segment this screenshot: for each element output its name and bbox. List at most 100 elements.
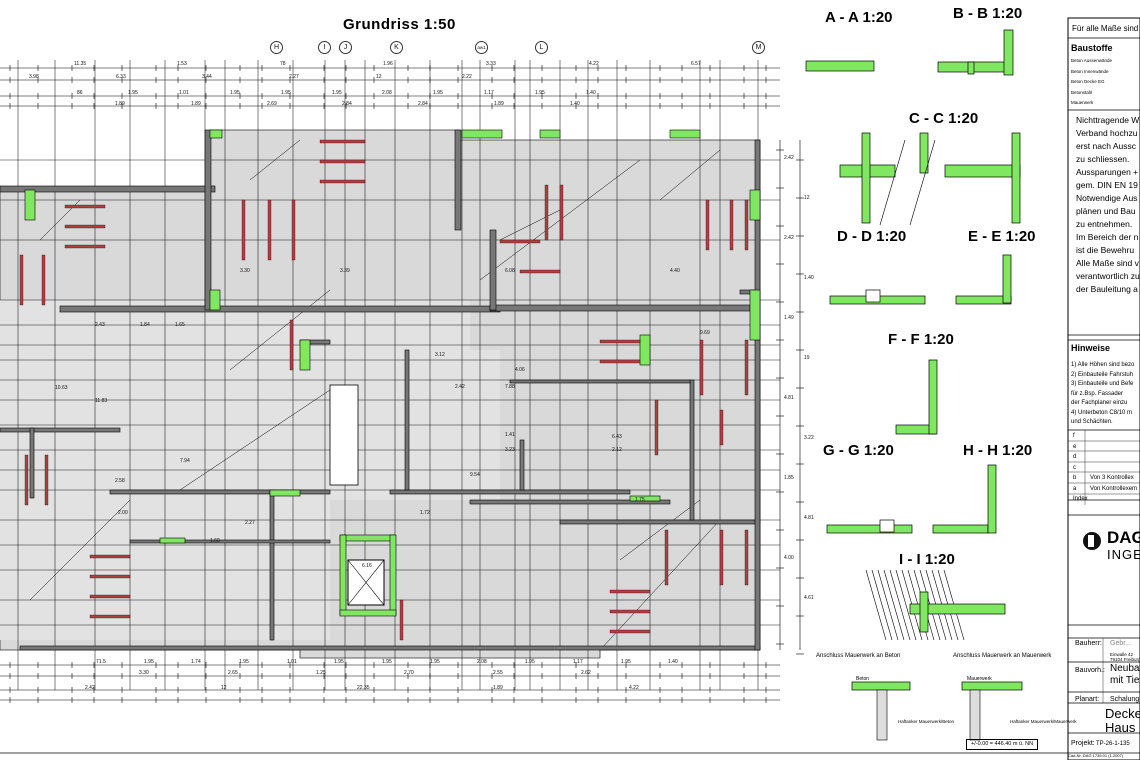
dim-text-right: 1.85 [784,475,794,481]
brick-strip [699,339,704,396]
section-b-stub [967,61,975,75]
baustoffe-title: Baustoffe [1071,43,1113,53]
brick-strip [609,589,651,594]
dim-text-right: 4.81 [804,515,814,521]
logo-sub: INGE [1107,547,1140,562]
wall [0,427,121,433]
axis-bubble-l: L [535,41,548,54]
dim-text-top-2: 2.22 [462,74,472,80]
note-line: plänen und Bau [1076,206,1136,216]
brick-strip [744,529,749,586]
dim-text-interior: 7.94 [180,458,190,464]
wall [509,379,691,384]
dim-text-top-2: 3.44 [202,74,212,80]
dim-text-bottom-2: 2.70 [404,670,414,676]
note-line: verantwortlich zu [1076,271,1140,281]
dim-text-bottom-3: 1.89 [493,685,503,691]
annotation-beton: Anschluss Mauerwerk an Beton [816,653,901,659]
hinweis-line: für z.Bsp. Fassader [1071,390,1124,397]
reinforcement-line [249,139,301,181]
section-i-slab [909,603,1006,615]
axis-bubble-h: H [270,41,283,54]
dim-text-bottom-1: 1.95 [239,659,249,665]
dim-text-top-3: 1.17 [484,90,494,96]
bauherr-address-1: Einwalle 42 [1110,652,1134,657]
dim-text-interior: 3.30 [240,268,250,274]
brick-strip [654,399,659,456]
wall [689,379,695,521]
wall [754,139,761,651]
dim-text-right: 4.00 [784,555,794,561]
section-h-slab [932,524,989,534]
dim-text-interior: 7.88 [505,384,515,390]
section-i-hatch [871,569,893,641]
index-row-label: Index [1073,496,1088,502]
baustoff-item: Beton Decke EG [1071,79,1105,84]
wall-green [269,489,301,497]
baustoff-item: Mauerwerk [1071,100,1094,105]
dim-text-interior: 1.84 [140,322,150,328]
brick-strip [599,359,641,364]
note-line: der Bauleitung a [1076,284,1138,294]
dim-text-bottom-1: 1.95 [621,659,631,665]
dim-text-top-4: 2.84 [418,101,428,107]
dim-text-right: 1.49 [784,315,794,321]
dim-text-top-2: 3.98 [29,74,39,80]
dim-text-right: 19 [804,355,810,361]
wall [489,304,751,312]
dim-text-bottom-3: 12 [221,685,227,691]
reinforcement-line [599,519,721,651]
dim-text-bottom-2: 3.30 [139,670,149,676]
section-i-hatch [865,569,887,641]
index-row-label: a [1073,485,1077,492]
dim-text-interior: 2.42 [455,384,465,390]
brick-strip [609,629,651,634]
anchor-detail-mw-slab [961,681,1023,691]
dim-text-bottom-1: 2.08 [477,659,487,665]
detail-label-mauerwerk: Mauerwerk [967,676,992,682]
elevation-reference: +/-0.00 = 446.40 m ü. NN [966,739,1039,750]
bauherr-address-2: 79104 Freiburg [1110,657,1140,662]
dimension-lines [0,65,804,703]
brick-strip [544,184,549,241]
dim-text-top-1: 78 [280,61,286,67]
projekt-label: Projekt: [1071,740,1095,747]
wall-green [209,129,223,139]
dim-text-right: 2.42 [784,155,794,161]
dim-text-bottom-1: 1.74 [191,659,201,665]
note-line: zu entnehmen. [1076,219,1133,229]
index-row-label: b [1073,475,1077,481]
axis-bubble-i: I [318,41,331,54]
walls [0,129,761,651]
dim-text-bottom-2: 2.55 [493,670,503,676]
section-b-label: B - B 1:20 [953,5,1023,22]
index-row-entry: Von 3 Kontrollex [1090,475,1134,481]
reinforcement-line [229,289,331,371]
anchor-detail-beton-wall [876,689,888,741]
brick-strip [64,224,106,229]
dim-text-right: 3.22 [804,435,814,441]
note-line: erst nach Aussc [1076,141,1137,151]
dim-text-interior: 4.06 [515,367,525,373]
dim-text-interior: 10.63 [55,385,68,391]
wall [404,349,410,491]
dim-text-top-1: 1.53 [177,61,187,67]
brick-openings [19,139,749,641]
wall-green [749,189,761,221]
dim-text-top-3: 1.95 [281,90,291,96]
dim-text-top-4: 1.89 [494,101,504,107]
dim-text-interior: 2.00 [118,510,128,516]
note-line: Im Bereich der n [1076,232,1139,242]
plan-title-2: Haus I [1105,720,1140,735]
brick-strip [599,339,641,344]
dim-text-top-3: 1.95 [535,90,545,96]
detail-note-2: Haftanker Mauerwerk/Mauerwerk [1010,719,1077,724]
brick-strip [719,529,724,586]
axis-bubble-m: M [752,41,765,54]
dim-text-top-1: 11.35 [74,61,87,67]
wall-green [539,129,561,139]
section-b-wall [1003,29,1014,76]
wall [59,305,501,313]
reinforcement-line [619,499,701,561]
wall-green [749,289,761,341]
